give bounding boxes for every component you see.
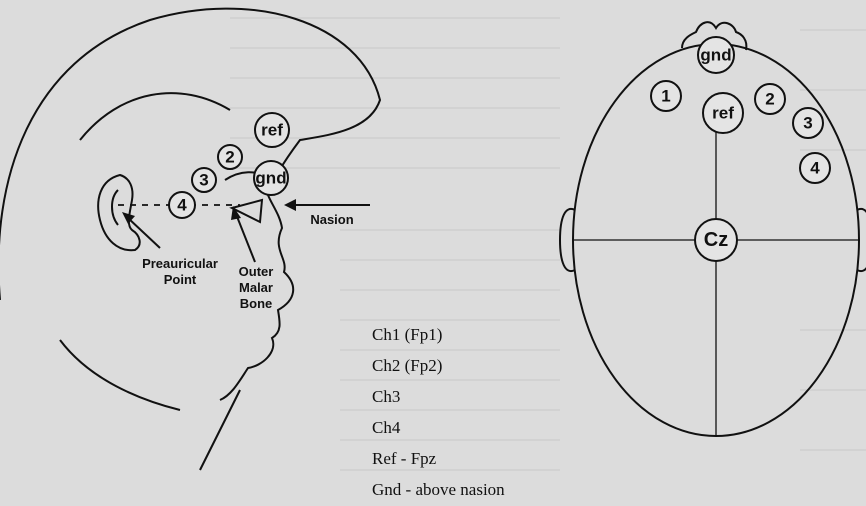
legend-ch2: Ch2 (Fp2) xyxy=(372,356,442,375)
ear xyxy=(98,175,140,250)
top-electrode-2: 2 xyxy=(755,84,785,114)
top-electrode-ref: ref xyxy=(703,93,743,133)
top-electrode-1: 1 xyxy=(651,81,681,111)
neck-line-back xyxy=(60,340,180,410)
preauricular-label-line1: Preauricular xyxy=(142,256,218,271)
legend-ch3: Ch3 xyxy=(372,387,400,406)
legend-ch1: Ch1 (Fp1) xyxy=(372,325,442,344)
svg-text:2: 2 xyxy=(225,148,234,167)
svg-text:4: 4 xyxy=(177,196,187,215)
preauricular-pointer xyxy=(128,218,160,248)
legend-ref: Ref - Fpz xyxy=(372,449,437,468)
svg-text:3: 3 xyxy=(199,171,208,190)
malar-label-line3: Bone xyxy=(240,296,273,311)
legend-ch4: Ch4 xyxy=(372,418,401,437)
channel-legend: Ch1 (Fp1) Ch2 (Fp2) Ch3 Ch4 Ref - Fpz Gn… xyxy=(372,325,505,499)
svg-text:2: 2 xyxy=(765,90,774,109)
ear-inner xyxy=(112,190,118,225)
side-electrode-gnd: gnd xyxy=(254,161,288,195)
svg-text:4: 4 xyxy=(810,159,820,178)
hair-line xyxy=(80,93,230,140)
top-electrode-4: 4 xyxy=(800,153,830,183)
top-electrode-cz: Cz xyxy=(695,219,737,261)
svg-text:Cz: Cz xyxy=(704,229,728,251)
svg-text:1: 1 xyxy=(661,87,670,106)
preauricular-label-line2: Point xyxy=(164,272,197,287)
side-electrode-4: 4 xyxy=(169,192,195,218)
legend-gnd: Gnd - above nasion xyxy=(372,480,505,499)
malar-pointer xyxy=(236,214,255,262)
side-electrode-2: 2 xyxy=(218,145,242,169)
svg-text:gnd: gnd xyxy=(255,169,286,188)
malar-label-line1: Outer xyxy=(239,264,274,279)
svg-text:ref: ref xyxy=(261,121,283,140)
svg-text:gnd: gnd xyxy=(700,46,731,65)
svg-text:3: 3 xyxy=(803,114,812,133)
top-electrode-gnd: gnd xyxy=(698,37,734,73)
malar-label-line2: Malar xyxy=(239,280,273,295)
side-electrode-3: 3 xyxy=(192,168,216,192)
top-electrode-3: 3 xyxy=(793,108,823,138)
svg-text:ref: ref xyxy=(712,104,734,123)
nasion-arrowhead xyxy=(284,199,296,211)
neck-line-front xyxy=(200,390,240,470)
side-electrode-ref: ref xyxy=(255,113,289,147)
nasion-label: Nasion xyxy=(310,212,353,227)
top-view-head: gnd 1 ref 2 3 4 Cz xyxy=(560,22,866,436)
